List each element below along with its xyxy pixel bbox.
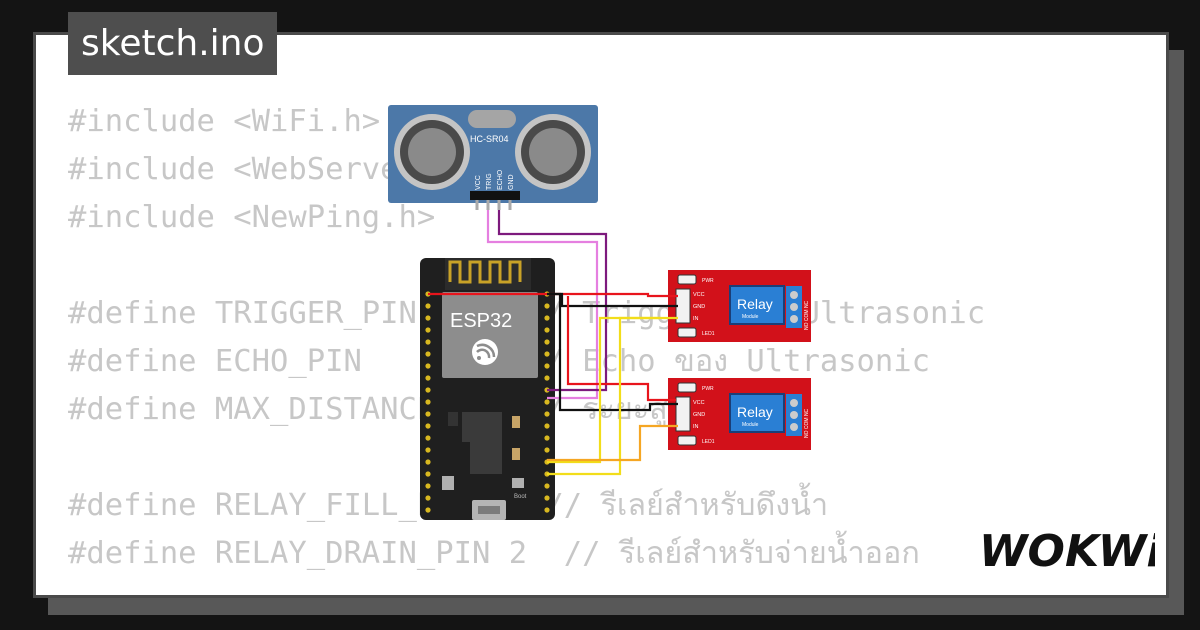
relay-module-1[interactable]: Relay Module NO COM NC PWR LED1 VCC GND … — [668, 270, 811, 342]
relay-label: Relay — [737, 296, 773, 312]
code-line: #include <NewPing.h> — [68, 200, 436, 235]
wokwi-logo-text: WOKWi — [979, 526, 1155, 577]
wires — [428, 210, 678, 476]
boot-label: Boot — [514, 494, 527, 500]
espressif-logo-icon — [472, 339, 498, 365]
relay-pwr-label: PWR — [702, 278, 714, 284]
wokwi-logo: WOKWi — [979, 526, 1155, 577]
relay-led-label: LED1 — [702, 439, 715, 445]
relay-contacts-label: NO COM NC — [804, 300, 810, 330]
relay-pin-vcc: VCC — [693, 292, 705, 298]
code-line: #define ECHO_PIN 18 // Echo ของ Ultrason… — [68, 344, 931, 379]
relay-pin-gnd: GND — [693, 412, 705, 418]
relay-sub-label: Module — [742, 422, 759, 428]
relay-pin-vcc: VCC — [693, 400, 705, 406]
preview-card — [33, 32, 1169, 598]
hc-sr04-sensor[interactable]: HC-SR04 VCC TRIG ECHO GND — [388, 105, 598, 210]
relay-sub-label: Module — [742, 314, 759, 320]
sensor-pin-echo: ECHO — [497, 169, 504, 190]
code-line: #include <WiFi.h> — [68, 104, 381, 139]
sensor-pin-gnd: GND — [508, 174, 515, 190]
sensor-pin-vcc: VCC — [475, 175, 482, 190]
relay-pin-in: IN — [693, 424, 699, 430]
relay-led-label: LED1 — [702, 331, 715, 337]
relay-label: Relay — [737, 404, 773, 420]
relay-pwr-label: PWR — [702, 386, 714, 392]
sensor-pin-trig: TRIG — [486, 173, 493, 190]
sensor-label: HC-SR04 — [470, 134, 509, 144]
code-line: #define RELAY_DRAIN_PIN 2 // รีเลย์สำหรั… — [68, 536, 920, 571]
file-title: sketch.ino — [68, 12, 278, 75]
relay-module-2[interactable]: Relay Module NO COM NC PWR LED1 VCC GND … — [668, 378, 811, 450]
esp32-label: ESP32 — [450, 310, 512, 332]
esp32-board[interactable]: ESP32 Boot — [420, 258, 555, 520]
relay-contacts-label: NO COM NC — [804, 408, 810, 438]
relay-pin-in: IN — [693, 316, 699, 322]
relay-pin-gnd: GND — [693, 304, 705, 310]
